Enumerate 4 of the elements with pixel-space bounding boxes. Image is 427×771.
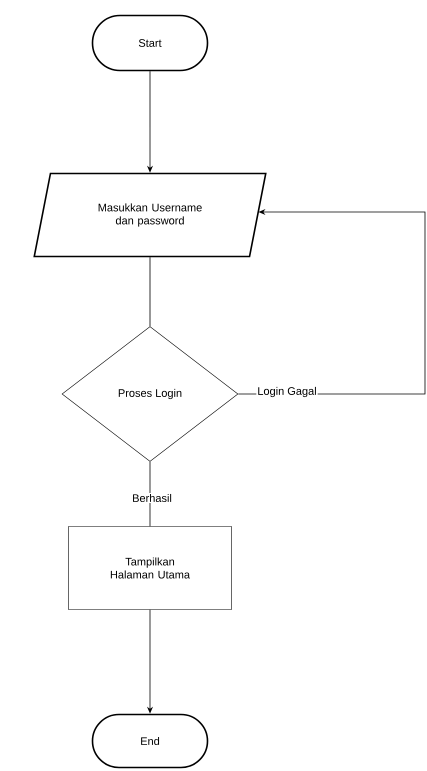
input-parallelogram: Masukkan Username dan password <box>33 172 267 258</box>
process-box: Tampilkan Halaman Utama <box>68 526 232 610</box>
edge-label: Login Gagal <box>258 386 316 398</box>
edge-label: Berhasil <box>133 494 172 502</box>
